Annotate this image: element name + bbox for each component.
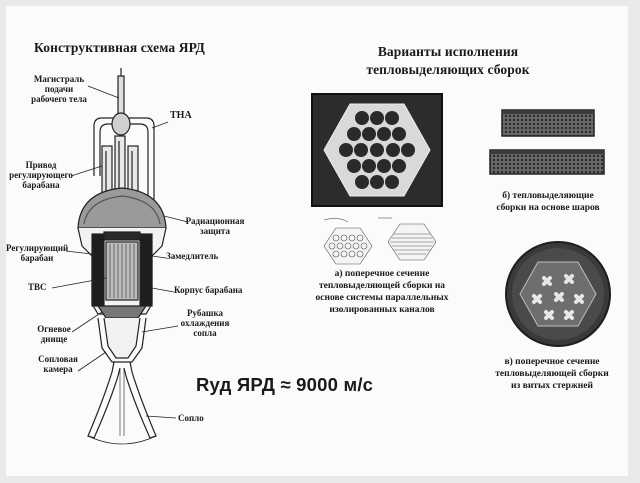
photo-channel-assembly — [311, 93, 443, 207]
label-drum-body: Корпус барабана — [174, 285, 243, 295]
label-nozzle: Сопло — [178, 413, 204, 423]
right-title-line2: тепловыделяющих сборок — [366, 62, 530, 77]
photo-twisted-rod-assembly — [505, 241, 611, 347]
specific-impulse-formula: Rуд ЯРД ≈ 9000 м/с — [196, 374, 374, 395]
photo-pebble-assembly — [489, 109, 605, 175]
label-fuel-assembly: ТВС — [28, 282, 47, 292]
caption-b: б) тепловыделяющие сборки на основе шаро… — [496, 191, 600, 213]
label-turbopump: ТНА — [170, 110, 192, 121]
slide: Конструктивная схема ЯРД — [6, 6, 628, 476]
left-title: Конструктивная схема ЯРД — [34, 40, 205, 55]
right-title-line1: Варианты исполнения — [377, 44, 519, 59]
caption-c: в) поперечное сечение тепловыделяющей сб… — [495, 357, 609, 391]
nuclear-engine-schematic — [51, 68, 189, 445]
channel-cross-section-sketches — [323, 217, 437, 265]
label-moderator: Замедлитель — [166, 251, 219, 261]
caption-a: а) поперечное сечение тепловыделяющей сб… — [315, 269, 449, 315]
